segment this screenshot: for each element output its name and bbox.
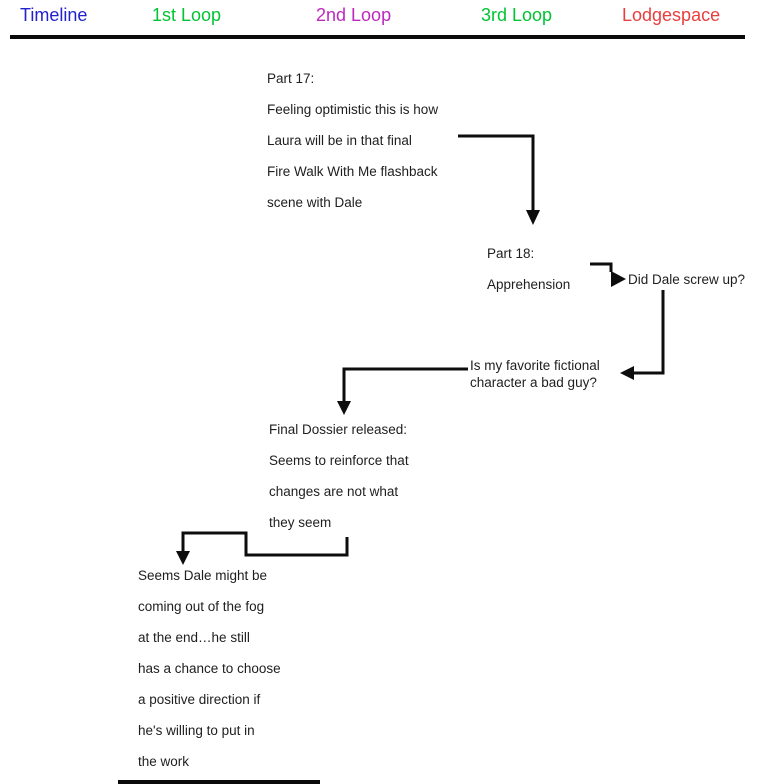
- header-2nd-loop: 2nd Loop: [316, 5, 392, 25]
- node-did-dale-screw-up: Did Dale screw up?: [628, 271, 745, 288]
- header-lodgespace: Lodgespace: [622, 5, 721, 25]
- arrow-part18-to-dale-screw-up: [590, 262, 626, 287]
- arrow-dale-screw-up-to-bad-guy: [620, 290, 665, 380]
- text-line: Final Dossier released:: [269, 422, 408, 437]
- text-line: Feeling optimistic this is how: [267, 102, 439, 117]
- text-line: Fire Walk With Me flashback: [267, 164, 438, 179]
- node-final-dossier: Final Dossier released: Seems to reinfor…: [269, 414, 409, 538]
- timeline-rule-top: [10, 35, 745, 39]
- header-1st-loop: 1st Loop: [152, 5, 222, 25]
- text-line: Part 17:: [267, 71, 315, 86]
- header-3rd-loop: 3rd Loop: [481, 5, 553, 25]
- text-line: Apprehension: [487, 277, 571, 292]
- text-line: Part 18:: [487, 246, 535, 261]
- text-line: Is my favorite fictional: [470, 358, 600, 373]
- text-line: character a bad guy?: [470, 375, 597, 390]
- node-part18: Part 18: Apprehension: [487, 238, 570, 300]
- text-line: a positive direction if: [138, 692, 261, 707]
- text-line: Did Dale screw up?: [628, 272, 746, 287]
- text-line: Seems Dale might be: [138, 568, 268, 583]
- text-line: coming out of the fog: [138, 599, 265, 614]
- text-line: has a chance to choose: [138, 661, 281, 676]
- text-line: scene with Dale: [267, 195, 363, 210]
- arrow-part17-to-part18: [458, 134, 540, 225]
- text-line: they seem: [269, 515, 332, 530]
- node-fog: Seems Dale might be coming out of the fo…: [138, 560, 281, 777]
- arrow-bad-guy-to-final-dossier: [337, 367, 468, 415]
- text-line: Laura will be in that final: [267, 133, 412, 148]
- text-line: changes are not what: [269, 484, 399, 499]
- node-bad-guy-question: Is my favorite fictional character a bad…: [470, 357, 600, 391]
- timeline-rule-bottom-partial: [118, 780, 320, 784]
- header-timeline: Timeline: [20, 5, 88, 25]
- text-line: Seems to reinforce that: [269, 453, 409, 468]
- text-line: at the end…he still: [138, 630, 250, 645]
- text-line: the work: [138, 754, 190, 769]
- text-line: he's willing to put in: [138, 723, 255, 738]
- node-part17: Part 17: Feeling optimistic this is how …: [267, 63, 438, 218]
